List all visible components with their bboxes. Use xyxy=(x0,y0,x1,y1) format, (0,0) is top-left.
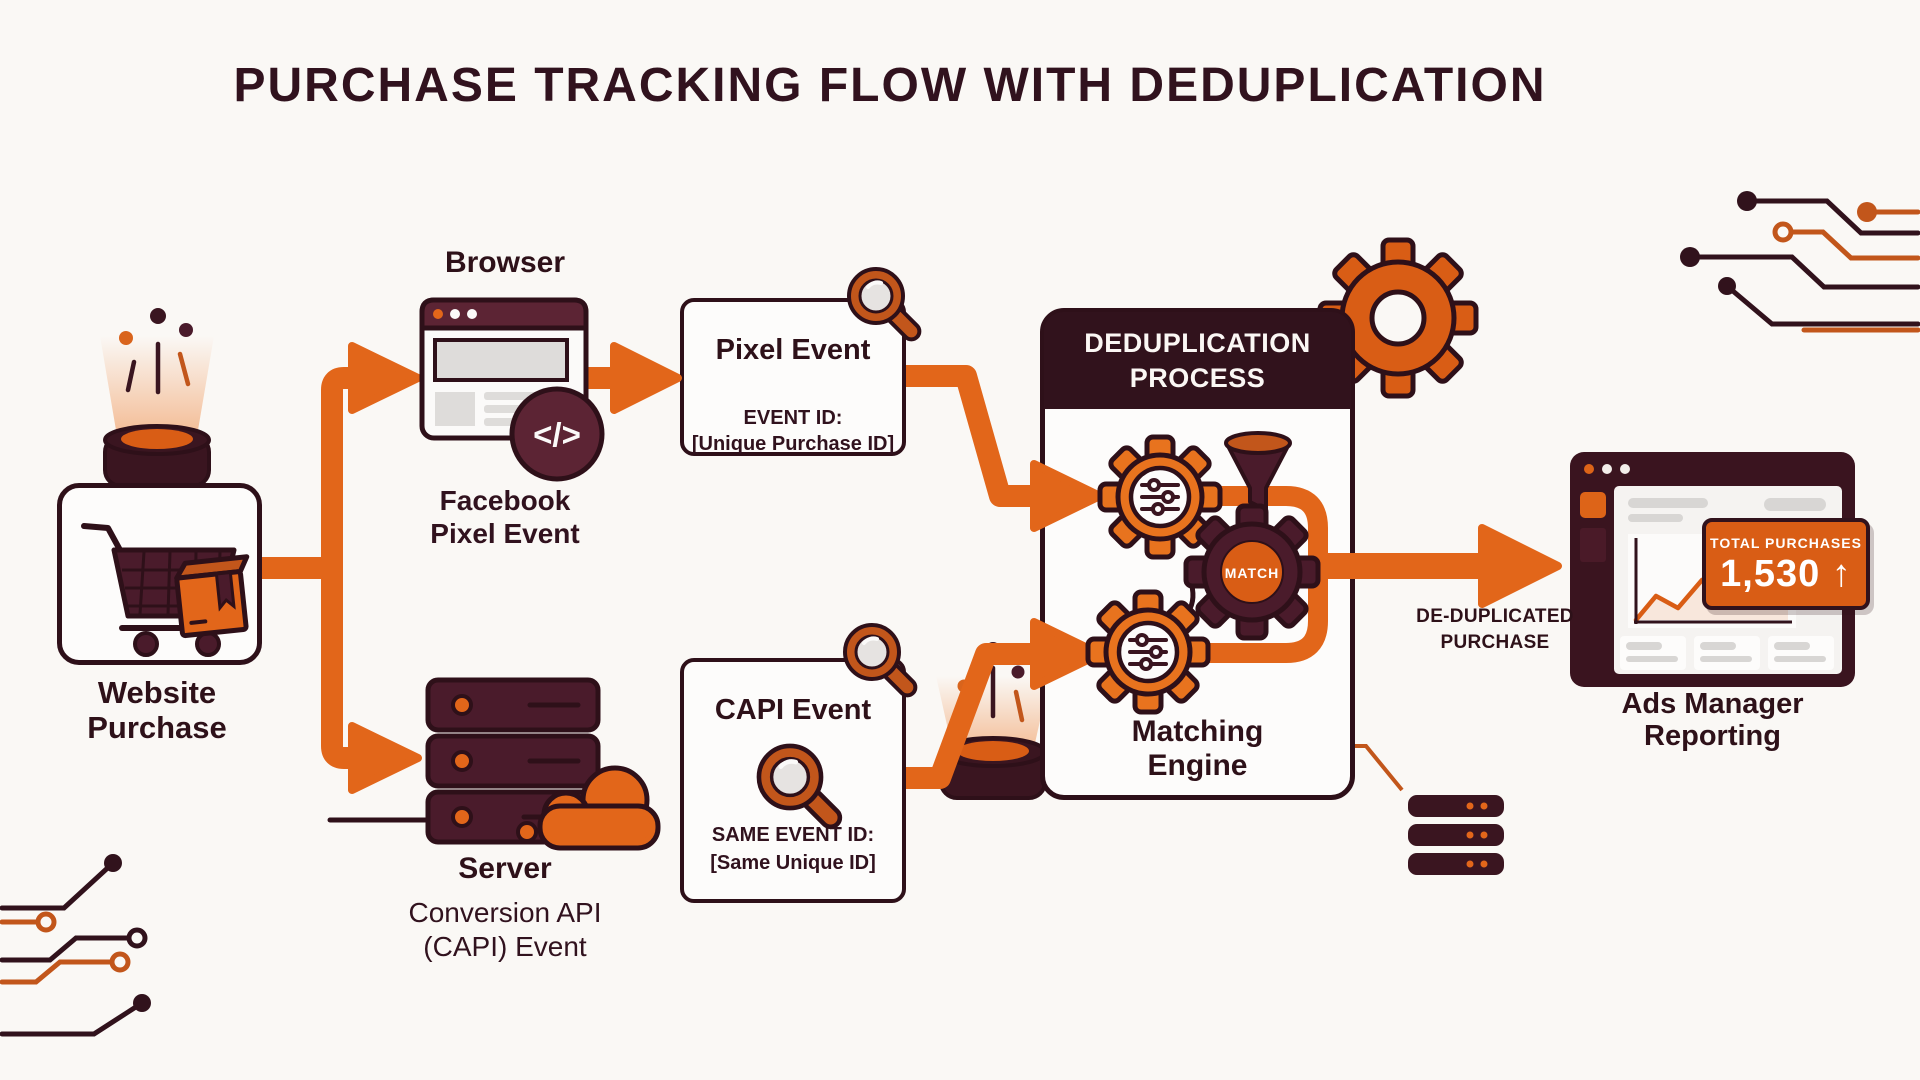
deduplication-header: DEDUPLICATION PROCESS xyxy=(1044,312,1351,409)
report-card-1 xyxy=(1620,636,1686,670)
trend-up-icon: ↑ xyxy=(1831,553,1852,595)
engine-label-line1: Matching xyxy=(1131,714,1264,748)
code-icon: </> xyxy=(509,386,605,482)
fb-label-line1: Facebook xyxy=(439,485,571,516)
ads-label-line2: Reporting xyxy=(1644,720,1781,753)
server-sub-line1: Conversion API xyxy=(408,897,602,928)
fb-label-line2: Pixel Event xyxy=(430,518,580,550)
browser-window-icon xyxy=(419,297,589,441)
badge-value: 1,530 ↑ xyxy=(1706,553,1866,596)
report-subheading-bar xyxy=(1628,514,1683,522)
window-dot-1 xyxy=(1602,464,1612,474)
capi-sublabel: Conversion API (CAPI) Event xyxy=(350,896,660,963)
website-label-line2: Purchase xyxy=(87,709,227,745)
server-stack-icon xyxy=(327,677,661,851)
card2-bar xyxy=(1700,642,1736,650)
pixel-event-id-value: [Unique Purchase ID] xyxy=(691,433,895,455)
report-card-2 xyxy=(1694,636,1760,670)
sidebar-item-icon xyxy=(1580,528,1606,562)
report-filter-pill xyxy=(1764,498,1826,511)
badge-title: TOTAL PURCHASES xyxy=(1710,535,1862,551)
pixel-event-id-label: EVENT ID: xyxy=(743,407,843,429)
mini-server-stack-icon xyxy=(1408,795,1504,875)
capi-event-title: CAPI Event xyxy=(714,694,872,726)
deduplication-process-box: DEDUPLICATION PROCESS Matching Engine xyxy=(1040,308,1355,800)
cloud-icon xyxy=(516,765,661,851)
total-purchases-badge: TOTAL PURCHASES 1,530 ↑ xyxy=(1702,518,1870,610)
website-label-line1: Website xyxy=(97,675,217,710)
facebook-pixel-event-label: Facebook Pixel Event xyxy=(370,484,640,550)
card3-line xyxy=(1774,656,1826,662)
pixel-event-title: Pixel Event xyxy=(715,334,871,366)
card1-bar xyxy=(1626,642,1662,650)
capi-event-box: CAPI Event SAME EVENT ID: [Same Unique I… xyxy=(680,658,906,903)
window-dot-2 xyxy=(1620,464,1630,474)
badge-number: 1,530 xyxy=(1720,553,1821,595)
card2-line xyxy=(1700,656,1752,662)
engine-label-line2: Engine xyxy=(1147,748,1248,782)
capi-event-id-label: SAME EVENT ID: xyxy=(711,824,875,846)
server-label: Server xyxy=(458,852,552,885)
buy-button-glow-bottom xyxy=(936,642,1050,800)
card3-bar xyxy=(1774,642,1810,650)
deduplicated-purchase-label: DE-DUPLICATED PURCHASE xyxy=(1385,604,1605,655)
out-label-line1: DE-DUPLICATED xyxy=(1416,606,1574,627)
ads-label-line1: Ads Manager xyxy=(1621,688,1804,720)
server-sub-line2: (CAPI) Event xyxy=(423,930,587,962)
dedup-header-line1: DEDUPLICATION xyxy=(1084,327,1311,358)
report-card-3 xyxy=(1768,636,1834,670)
circuit-decor-bottom-left xyxy=(0,854,151,1037)
window-dot-orange xyxy=(1584,464,1594,474)
circuit-decor-top-right xyxy=(1680,191,1920,333)
card1-line xyxy=(1626,656,1678,662)
browser-label: Browser xyxy=(444,246,566,279)
page-title: PURCHASE TRACKING FLOW WITH DEDUPLICATIO… xyxy=(233,59,1547,112)
website-purchase-label: Website Purchase xyxy=(22,675,292,745)
code-glyph: </> xyxy=(533,416,581,453)
website-purchase-node xyxy=(57,483,262,665)
matching-engine-label: Matching Engine xyxy=(1045,715,1350,783)
out-label-line2: PURCHASE xyxy=(1440,631,1550,653)
dedup-header-line2: PROCESS xyxy=(1129,362,1266,393)
capi-event-id-value: [Same Unique ID] xyxy=(710,852,876,874)
buy-button-glow-left xyxy=(100,308,214,488)
pixel-event-box: Pixel Event EVENT ID: [Unique Purchase I… xyxy=(680,298,906,456)
ads-manager-reporting-label: Ads Manager Reporting xyxy=(1560,688,1865,753)
sidebar-app-icon xyxy=(1580,492,1606,518)
arrow-browser-to-pixel xyxy=(588,342,682,414)
report-heading-bar xyxy=(1628,498,1708,508)
